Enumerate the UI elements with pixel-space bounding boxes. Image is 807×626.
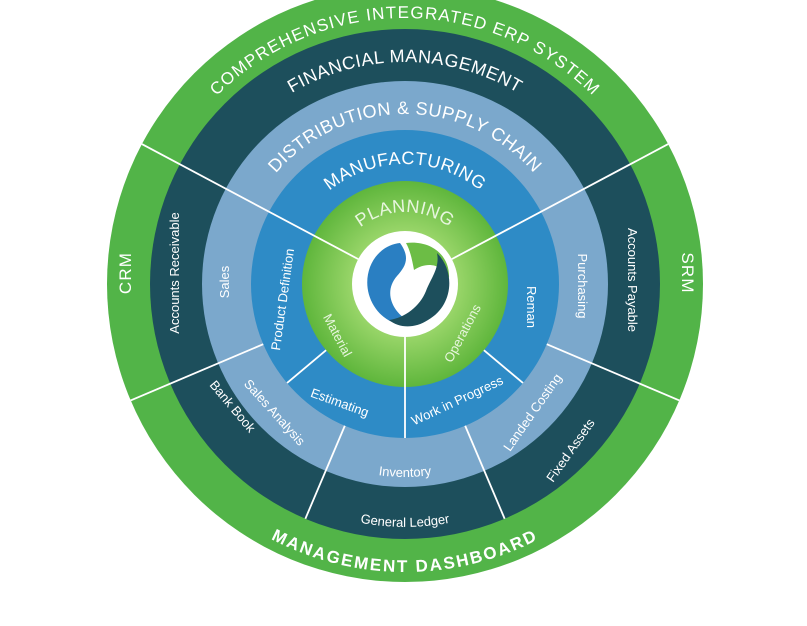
sector-divider-line — [130, 343, 264, 402]
sales-label: Sales — [217, 265, 232, 298]
accounts-payable-label: Accounts Payable — [625, 228, 640, 332]
accounts-receivable-label: Accounts Receivable — [167, 212, 182, 333]
sector-divider-line — [141, 143, 359, 260]
reman-label: Reman — [524, 286, 539, 328]
inventory-label: Inventory — [378, 463, 432, 480]
general-ledger-label: General Ledger — [360, 511, 452, 530]
srm-label: SRM — [678, 252, 697, 293]
dividers — [130, 143, 680, 520]
sector-divider-line — [286, 349, 327, 384]
swirl-logo-icon — [367, 242, 450, 327]
purchasing-label: Purchasing — [575, 253, 590, 318]
sector-divider-line — [483, 349, 524, 384]
crm-label: CRM — [116, 252, 135, 294]
sector-divider-line — [451, 143, 669, 260]
sector-divider-line — [546, 343, 680, 402]
sector-divider-line — [464, 425, 506, 520]
sector-divider-line — [304, 425, 346, 520]
